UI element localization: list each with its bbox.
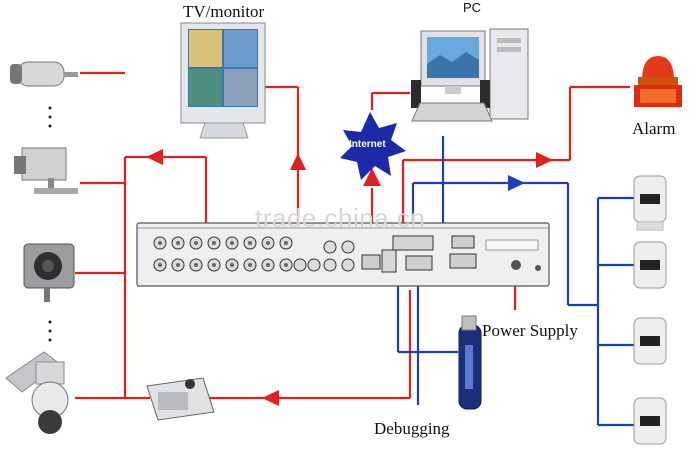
pir-sensor-icons: [633, 175, 667, 445]
tv-monitor-label: TV/monitor: [183, 2, 265, 21]
pc-computer: [411, 28, 529, 122]
debugging-label: Debugging: [374, 419, 450, 438]
watermark-text: trade.china.cn: [255, 203, 426, 233]
pc-label: PC: [463, 0, 482, 15]
box-camera-icon: [14, 147, 78, 194]
blue-arrowhead: [508, 175, 525, 191]
alarm-label: Alarm: [632, 119, 676, 138]
ellipsis-dots: [48, 106, 52, 342]
usb-stick-icon: [458, 315, 482, 410]
ptz-dome-camera-icon: [5, 351, 69, 434]
internet-icon: [340, 112, 406, 180]
alarm-siren-icon: [634, 56, 682, 107]
internet-label: Internet: [349, 139, 386, 150]
power-supply-label: Power Supply: [482, 321, 578, 340]
red-arrowheads: [146, 149, 553, 406]
tv-monitor: [180, 22, 266, 139]
ptz-keyboard-controller-icon: [146, 377, 215, 421]
bullet-camera-icon: [10, 61, 78, 87]
ir-camera-icon: [23, 243, 75, 302]
dvr-recorder: [136, 222, 550, 287]
